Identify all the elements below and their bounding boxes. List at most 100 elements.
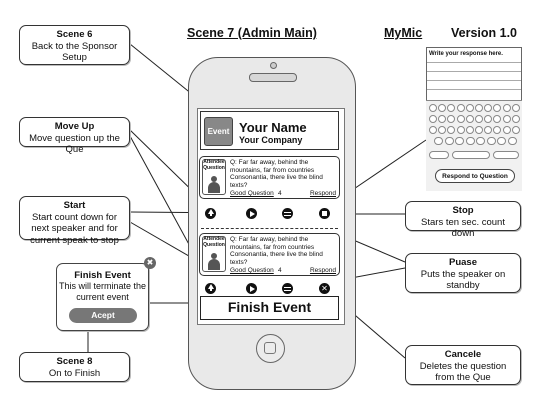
question-text: Q: Far far away, behind the mountains, f… xyxy=(230,159,323,189)
keyboard-key[interactable] xyxy=(447,126,456,134)
callout-start-body: Start count down for next speaker and fo… xyxy=(30,211,119,246)
keyboard-key[interactable] xyxy=(434,137,443,145)
version-label: Version 1.0 xyxy=(451,26,518,40)
keyboard-key[interactable] xyxy=(429,126,437,134)
keyboard-key[interactable] xyxy=(456,104,465,112)
keyboard-key[interactable] xyxy=(465,137,475,145)
question-card: Attendee Question Q: Far far away, behin… xyxy=(199,156,340,199)
keyboard-key[interactable] xyxy=(456,126,465,134)
pause-icon[interactable] xyxy=(282,208,293,219)
text-line xyxy=(427,62,521,63)
text-line xyxy=(427,71,521,72)
text-line xyxy=(427,80,521,81)
keyboard-key[interactable] xyxy=(465,104,474,112)
keyboard-key[interactable] xyxy=(455,137,464,145)
play-icon[interactable] xyxy=(246,208,257,219)
keyboard-key[interactable] xyxy=(429,151,449,159)
keyboard-key[interactable] xyxy=(502,104,511,112)
keyboard-key[interactable] xyxy=(502,126,511,134)
keyboard-key[interactable] xyxy=(438,115,447,123)
keyboard-key[interactable] xyxy=(438,104,447,112)
keyboard-key[interactable] xyxy=(476,137,485,145)
keyboard-key[interactable] xyxy=(447,115,456,123)
attendee-avatar: Attendee Question xyxy=(202,236,226,272)
keyboard-key[interactable] xyxy=(511,115,520,123)
keyboard-key[interactable] xyxy=(465,115,474,123)
keyboard-key[interactable] xyxy=(486,137,496,145)
callout-start-title: Start xyxy=(63,200,86,211)
keyboard-key[interactable] xyxy=(507,137,517,145)
callout-pause-body: Puts the speaker on standby xyxy=(420,268,506,292)
keyboard-key[interactable] xyxy=(475,115,483,123)
popup-title: Finish Event xyxy=(74,270,131,281)
respond-link[interactable]: Respond xyxy=(309,190,336,197)
callout-scene8-body: On to Finish xyxy=(48,367,101,379)
keyboard-key[interactable] xyxy=(429,115,437,123)
home-button-icon xyxy=(264,342,276,354)
attendee-avatar: Attendee Question xyxy=(202,159,226,195)
person-icon xyxy=(211,176,217,182)
play-icon[interactable] xyxy=(246,283,257,294)
callout-scene6-body: Back to the Sponsor Setup xyxy=(31,40,118,64)
sponsor-name: Your Name xyxy=(239,120,307,135)
speaker-grille xyxy=(249,73,297,82)
keyboard-key[interactable] xyxy=(475,104,483,112)
callout-stop-body: Stars ten sec. count down xyxy=(421,216,505,240)
question-text: Q: Far far away, behind the mountains, f… xyxy=(230,236,323,266)
move-up-icon[interactable] xyxy=(205,283,216,294)
callout-stop: Stop Stars ten sec. count down xyxy=(405,201,521,239)
callout-cancel: Cancele Deletes the question from the Qu… xyxy=(405,345,521,385)
keyboard-key[interactable] xyxy=(429,104,437,112)
cancel-icon[interactable]: ✕ xyxy=(319,283,330,294)
keyboard-key[interactable] xyxy=(438,126,447,134)
callout-stop-title: Stop xyxy=(452,205,474,216)
event-badge[interactable]: Event xyxy=(204,117,233,146)
good-question-count: 4 xyxy=(278,190,282,197)
camera-icon xyxy=(270,62,277,69)
keyboard-key[interactable] xyxy=(511,104,520,112)
accept-button[interactable]: Acept xyxy=(69,308,137,323)
keyboard-key[interactable] xyxy=(452,151,490,159)
pause-icon[interactable] xyxy=(282,283,293,294)
keyboard-key[interactable] xyxy=(447,104,456,112)
keyboard-key[interactable] xyxy=(444,137,454,145)
callout-scene8: Scene 8 On to Finish xyxy=(19,352,130,382)
keyboard-key[interactable] xyxy=(511,126,520,134)
callout-cancel-title: Cancele xyxy=(444,349,482,360)
keyboard-key[interactable] xyxy=(484,126,493,134)
keyboard-key[interactable] xyxy=(475,126,483,134)
callout-move-up: Move Up Move question up the Que xyxy=(19,117,130,155)
home-button[interactable] xyxy=(256,334,285,363)
keyboard-key[interactable] xyxy=(465,126,474,134)
move-up-icon[interactable] xyxy=(205,208,216,219)
callout-scene6-title: Scene 6 xyxy=(56,29,93,40)
popup-body: This will terminate the current event xyxy=(58,281,147,302)
callout-start: Start Start count down for next speaker … xyxy=(19,196,130,246)
scene-title: Scene 7 (Admin Main) xyxy=(187,26,317,40)
good-question-count: 4 xyxy=(278,267,282,274)
keyboard-key[interactable] xyxy=(484,104,493,112)
keyboard-key[interactable] xyxy=(493,151,519,159)
close-icon[interactable]: ✖ xyxy=(144,257,156,269)
keyboard-key[interactable] xyxy=(493,115,502,123)
stop-icon[interactable] xyxy=(319,208,330,219)
queue-divider xyxy=(201,228,338,229)
callout-move-up-title: Move Up xyxy=(54,121,95,132)
keyboard-key[interactable] xyxy=(502,115,511,123)
keyboard-key[interactable] xyxy=(497,137,506,145)
attendee-label: Attendee Question xyxy=(203,236,225,248)
response-prompt: Write your response here. xyxy=(429,51,503,57)
keyboard-key[interactable] xyxy=(484,115,493,123)
callout-pause-title: Puase xyxy=(449,257,477,268)
person-icon xyxy=(211,253,217,259)
respond-to-question-button[interactable]: Respond to Question xyxy=(435,169,515,183)
respond-link[interactable]: Respond xyxy=(309,267,336,274)
good-question-link[interactable]: Good Question xyxy=(230,190,274,197)
callout-move-up-body: Move question up the Que xyxy=(29,132,120,156)
good-question-link[interactable]: Good Question xyxy=(230,267,274,274)
text-line xyxy=(427,89,521,90)
finish-event-button[interactable]: Finish Event xyxy=(200,296,339,320)
keyboard-key[interactable] xyxy=(456,115,465,123)
keyboard-key[interactable] xyxy=(493,104,502,112)
keyboard-key[interactable] xyxy=(493,126,502,134)
